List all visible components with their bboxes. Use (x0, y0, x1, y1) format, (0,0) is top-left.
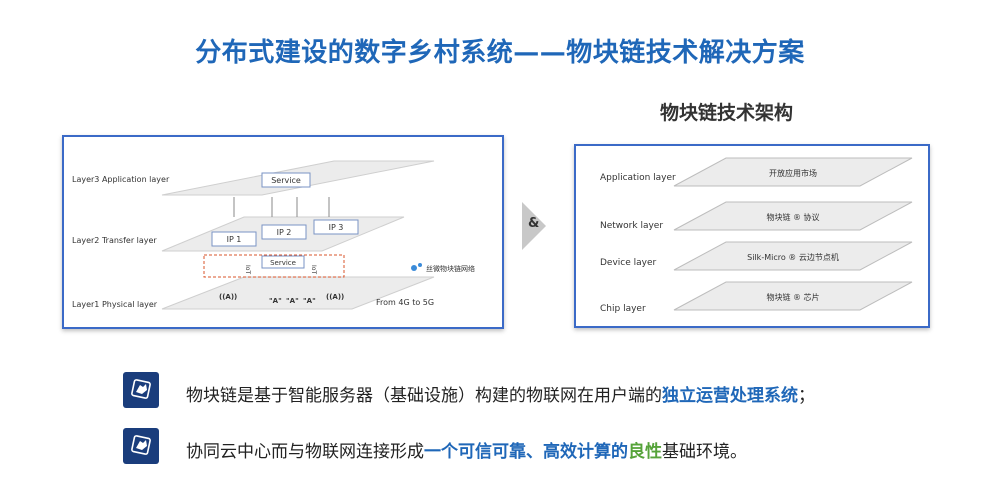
connector-arrow-icon (522, 202, 546, 250)
node-icon: "A" (269, 297, 282, 305)
architecture-diagram: Application layer Network layer Device l… (600, 157, 913, 314)
chip-plane-label: 物块链 ® 芯片 (766, 292, 819, 302)
connector-symbol: & (528, 216, 540, 231)
device-plane-label: Silk-Micro ® 云边节点机 (747, 252, 839, 262)
ip2-box (261, 224, 307, 240)
page-title: 分布式建设的数字乡村系统——物块链技术解决方案 (195, 38, 805, 68)
architecture-panel: Application layer Network layer Device l… (574, 144, 930, 328)
ip2-label: IP 2 (277, 228, 292, 237)
layer-diagram-panel: Layer3 Application layer Layer2 Transfer… (62, 135, 504, 329)
fist-icon (131, 435, 151, 455)
bullet-highlight: 独立运营处理系统 (662, 386, 798, 406)
network-plane-label: 物块链 ® 协议 (766, 212, 819, 222)
device-plane (673, 241, 913, 271)
bullet-highlight: 一个可信可靠、高效计算的 (424, 442, 628, 462)
iot-label-right: IoT (310, 265, 317, 274)
chip-layer-label: Chip layer (600, 304, 646, 314)
node-icon: "A" (286, 297, 299, 305)
ip3-label: IP 3 (329, 223, 344, 232)
antenna-icon: ((A)) (326, 293, 344, 301)
application-layer-label: Application layer (600, 173, 676, 183)
bullet-text-2: 协同云中心而与物联网连接形成一个可信可靠、高效计算的良性基础环境。 (186, 442, 747, 462)
iot-label-left: IoT (244, 265, 251, 274)
service-mid-box (261, 255, 305, 269)
bullet-text-1: 物块链是基于智能服务器（基础设施）构建的物联网在用户端的独立运营处理系统； (186, 386, 815, 406)
network-plane (673, 201, 913, 231)
service-top-box (261, 172, 311, 188)
chip-plane (673, 281, 913, 311)
service-mid-label: Service (270, 259, 296, 267)
node-icon: "A" (303, 297, 316, 305)
layer1-label: Layer1 Physical layer (72, 300, 158, 309)
application-plane-label: 开放应用市场 (769, 168, 817, 178)
ip3-box (313, 219, 359, 235)
ip1-box (211, 231, 257, 247)
antenna-icon: ((A)) (219, 293, 237, 301)
bullet-badge (123, 372, 159, 408)
network-layer-label: Network layer (600, 221, 663, 231)
layer2-label: Layer2 Transfer layer (72, 236, 157, 245)
ip1-label: IP 1 (227, 235, 242, 244)
service-top-label: Service (271, 176, 301, 185)
application-plane (673, 157, 913, 187)
brand-label: 丝微物块链网络 (426, 264, 475, 273)
device-layer-label: Device layer (600, 258, 657, 268)
network-note: From 4G to 5G (376, 298, 434, 307)
brand-logo-icon (411, 263, 422, 271)
architecture-subtitle: 物块链技术架构 (660, 102, 794, 124)
layer3-label: Layer3 Application layer (72, 175, 170, 184)
fist-icon (131, 379, 151, 399)
layer-diagram: Layer3 Application layer Layer2 Transfer… (72, 160, 475, 310)
edge-zone-outline (203, 254, 345, 278)
bullet-highlight-green: 良性 (628, 442, 662, 462)
bullet-badge (123, 428, 159, 464)
layer1-plane (161, 276, 435, 310)
